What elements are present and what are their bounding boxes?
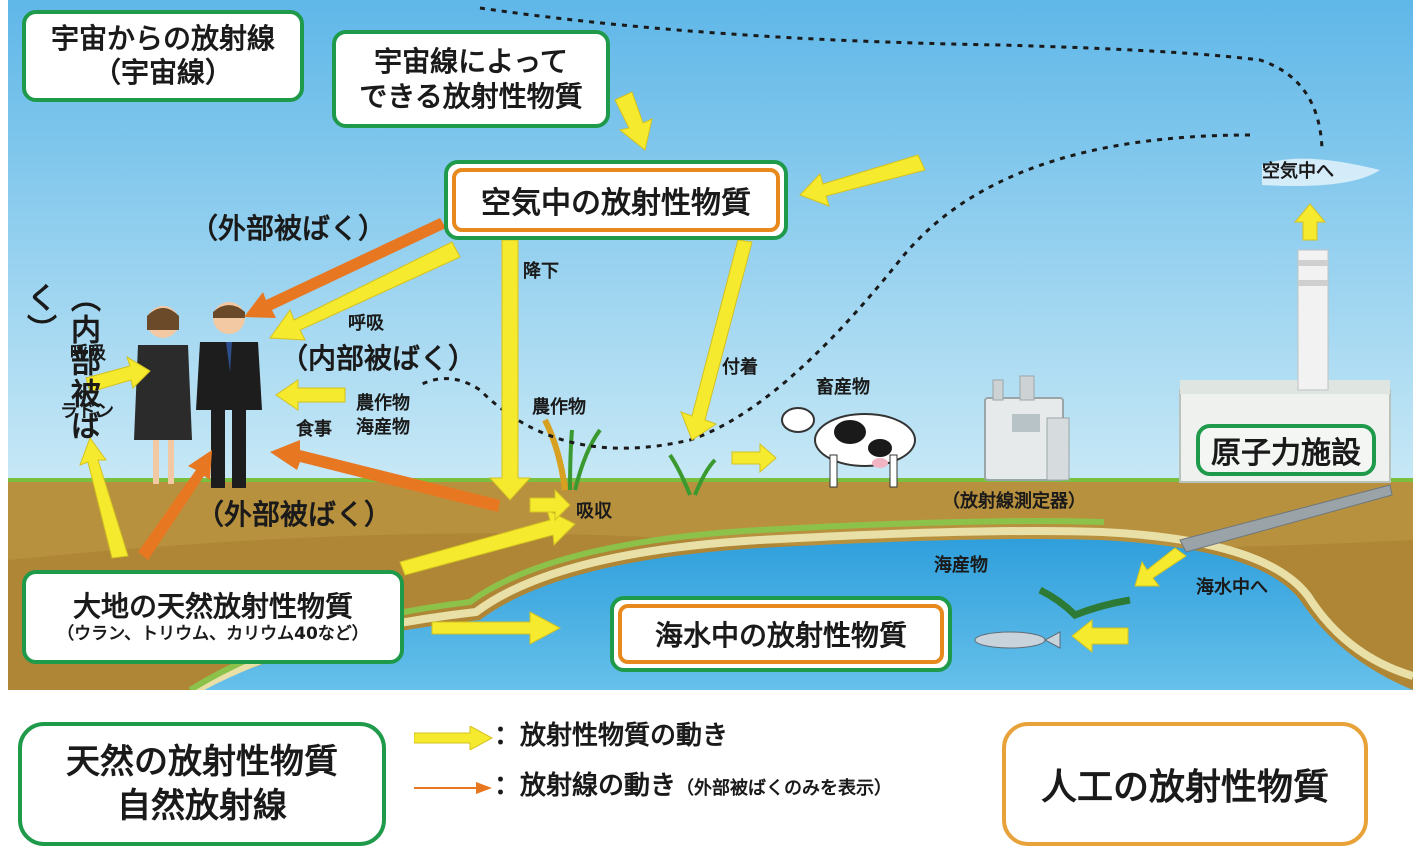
arrow-radon	[79, 436, 129, 559]
internal-exposure-vertical: （内部被ばく）	[21, 282, 100, 442]
food-label: 食事	[296, 419, 332, 440]
arrow-facility-to-sea	[1071, 618, 1129, 654]
seafood-label-line: 海産物	[356, 417, 410, 439]
legend-natural-line2: 自然放射線	[117, 786, 287, 826]
absorption-label: 吸収	[576, 501, 612, 522]
fallout-label: 降下	[523, 261, 559, 282]
arrow-facility-to-air	[799, 154, 926, 207]
monitoring-station	[984, 375, 1070, 481]
arrow-to-air-up	[1293, 203, 1327, 241]
nuclear-facility-label: 原子力施設	[1196, 424, 1376, 476]
legend-orange-text: ：放射線の動き（外部被ばくのみを表示）	[494, 772, 892, 801]
legend-yellow-arrow	[414, 726, 494, 750]
legend-natural-box: 天然の放射性物質 自然放射線	[18, 722, 386, 846]
external-exposure-bottom: （外部被ばく）	[196, 498, 393, 531]
crops-label-line: 農作物	[356, 393, 410, 414]
arrow-air-to-people	[269, 241, 461, 341]
cosmogenic-line1: 宇宙線によって	[374, 45, 568, 78]
to-air-label: 空気中へ	[1262, 161, 1334, 182]
people-illustration	[134, 302, 262, 488]
legend-orange-arrow	[414, 782, 492, 794]
arrow-cosmogenic-to-air	[614, 91, 653, 151]
crops-label: 農作物	[532, 397, 586, 418]
airborne-label: 空気中の放射性物質	[481, 186, 751, 221]
cosmogenic-line2: できる放射性物質	[359, 80, 583, 113]
arrow-ground-to-absorb	[399, 509, 576, 576]
scene-illustration	[8, 0, 1413, 690]
legend-artificial-text: 人工の放射性物質	[1040, 767, 1329, 808]
arrow-ground-to-sea	[431, 611, 562, 645]
deposition-label: 付着	[722, 357, 758, 378]
to-sea-label: 海水中へ	[1196, 577, 1268, 598]
seawater-label: 海水中の放射性物質	[654, 619, 907, 652]
cosmic-rays-title: 宇宙からの放射線	[50, 22, 275, 56]
radon-label: ラドン	[60, 401, 114, 422]
arrow-deposition	[680, 239, 753, 441]
shore-band	[194, 527, 1413, 690]
arrow-breathing-left	[85, 355, 151, 393]
arrow-food	[275, 379, 346, 411]
arrow-to-livestock	[731, 442, 777, 474]
arrow-to-seawater	[1134, 547, 1187, 587]
breathing-right: 呼吸	[348, 313, 384, 334]
nuclear-facility-text: 原子力施設	[1211, 436, 1361, 471]
radiation-arrow-earth	[138, 450, 212, 560]
crop-plants	[542, 418, 717, 496]
plume	[1262, 158, 1380, 186]
legend-natural-line1: 天然の放射性物質	[66, 741, 338, 782]
breathing-left: 呼吸	[70, 343, 106, 364]
seawater-box: 海水中の放射性物質	[610, 596, 952, 672]
ground-title: 大地の天然放射性物質	[72, 589, 353, 623]
seafood-label: 海産物	[934, 555, 988, 576]
monitor-label: （放射線測定器）	[942, 491, 1086, 512]
legend-artificial-box: 人工の放射性物質	[1002, 722, 1368, 846]
cosmic-rays-box: 宇宙からの放射線 （宇宙線）	[22, 10, 304, 102]
legend-yellow-text: ：放射性物質の動き	[494, 721, 729, 751]
ground-sub: （ウラン、トリウム、カリウム40など）	[57, 623, 369, 644]
airborne-box: 空気中の放射性物質	[444, 160, 788, 240]
ground-box: 大地の天然放射性物質 （ウラン、トリウム、カリウム40など）	[22, 570, 404, 664]
arrow-absorb	[529, 488, 571, 522]
livestock-label: 畜産物	[816, 377, 870, 398]
legend-orange-main: ：放射線の動き	[494, 771, 677, 801]
cosmic-rays-sub: （宇宙線）	[92, 56, 233, 89]
radiation-arrow-air	[244, 218, 446, 318]
dotted-path-upper	[479, 6, 1324, 151]
external-exposure-top: （外部被ばく）	[190, 212, 387, 245]
internal-exposure: （内部被ばく）	[280, 342, 477, 375]
fish-seaweed	[974, 586, 1131, 649]
crops-seafood-label: 農作物 海産物	[356, 392, 410, 441]
cow-illustration	[781, 407, 916, 488]
cosmogenic-box: 宇宙線によって できる放射性物質	[332, 30, 610, 128]
legend-orange-note: （外部被ばくのみを表示）	[676, 778, 893, 799]
arrow-fallout	[488, 239, 532, 501]
discharge-pipe	[1179, 484, 1393, 553]
radiation-arrow-ground	[270, 440, 500, 512]
